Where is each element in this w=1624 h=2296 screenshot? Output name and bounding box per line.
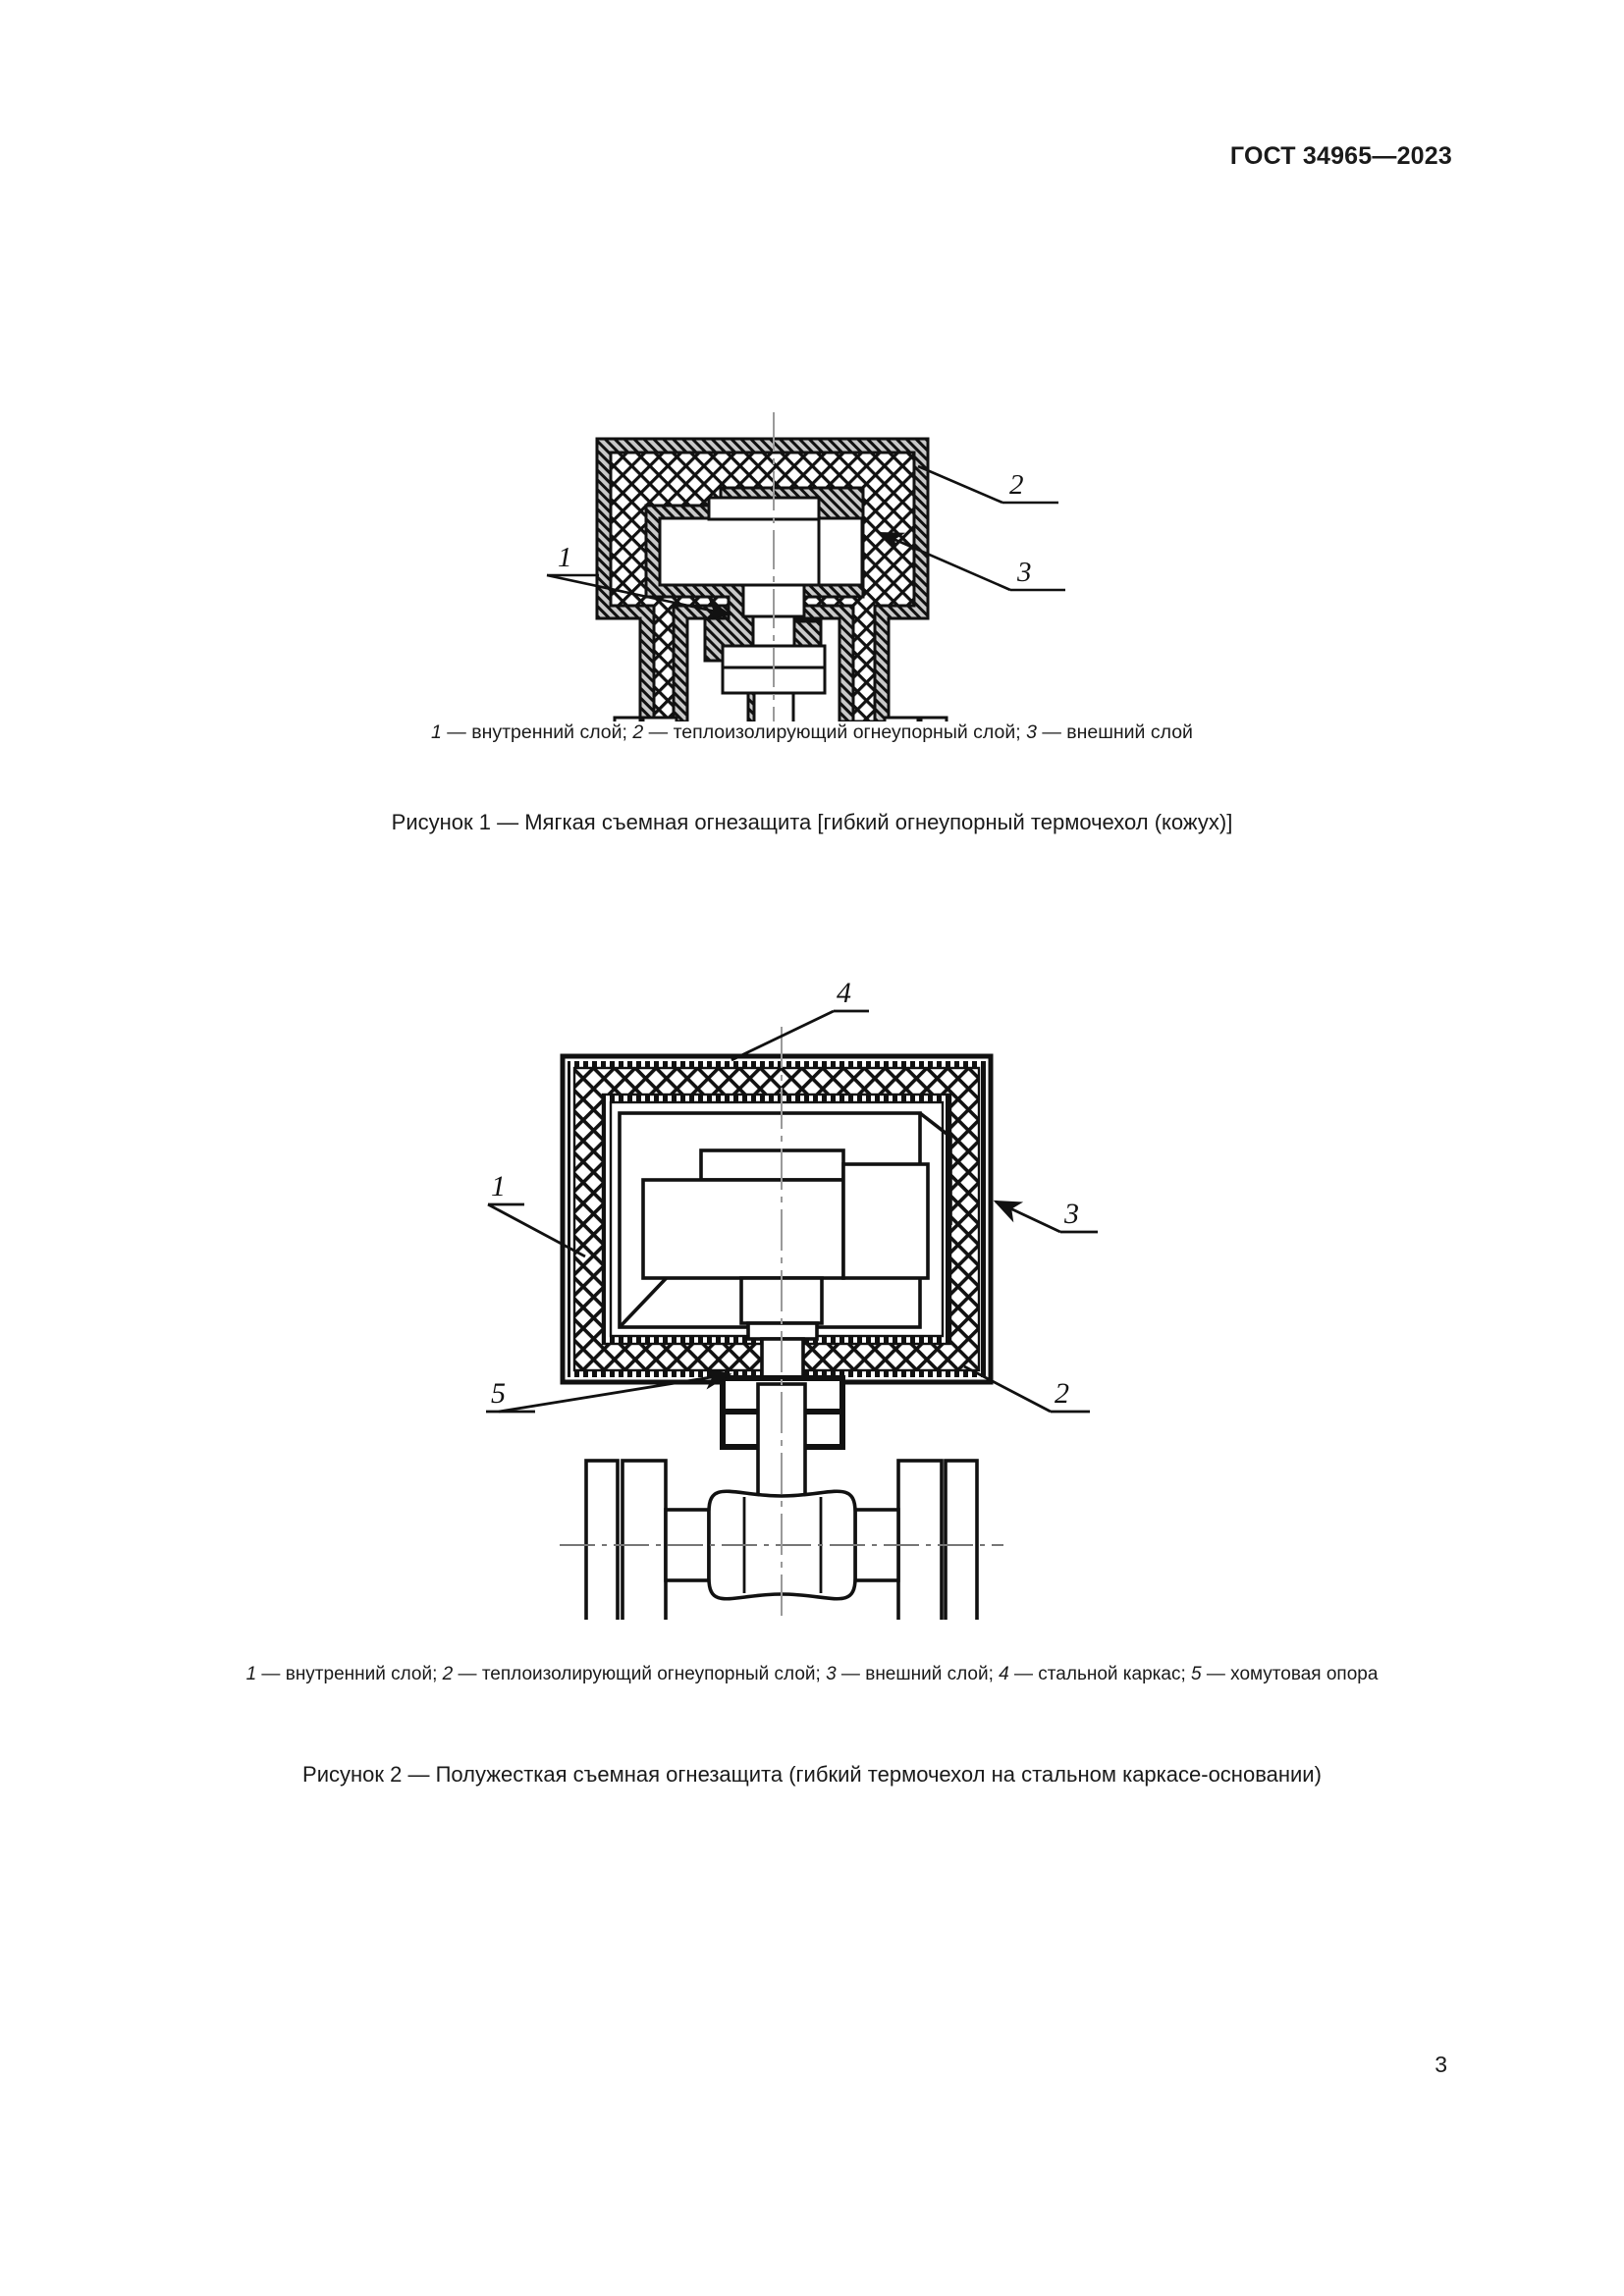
- callout-3: 3: [993, 1198, 1098, 1234]
- callout-1-leader: [487, 1202, 586, 1258]
- figure-2-legend-text-4: стальной каркас;: [1038, 1664, 1192, 1684]
- callout-2: 2: [963, 1364, 1090, 1414]
- figure-2-legend-text-5: хомутовая опора: [1230, 1664, 1379, 1684]
- figure-1-legend-dash-2: —: [643, 721, 674, 743]
- callout-3-leader: [877, 531, 1011, 592]
- callout-3-label: 3: [1063, 1198, 1079, 1230]
- callout-2-label: 2: [1055, 1377, 1069, 1410]
- figure-2-legend-num-5: 5: [1191, 1664, 1202, 1684]
- figure-2-legend-text-2: теплоизолирующий огнеупорный слой;: [481, 1664, 827, 1684]
- figure-2-legend-num-2: 2: [442, 1664, 454, 1684]
- callout-2: 2: [917, 464, 1058, 505]
- right-flange-inner: [883, 716, 920, 721]
- callout-3-label: 3: [1016, 557, 1032, 588]
- figure-2-legend-dash-3: —: [836, 1664, 866, 1684]
- actuator-body: [641, 1178, 845, 1280]
- figure-1-legend-num-3: 3: [1026, 721, 1037, 743]
- right-flange-inner: [896, 1459, 944, 1620]
- figure-2-legend-dash-1: —: [256, 1664, 286, 1684]
- figure-1-legend-text-3: внешний слой: [1066, 721, 1193, 743]
- actuator-side-block: [841, 1162, 930, 1280]
- left-flange-inner: [621, 1459, 668, 1620]
- callout-2-leader: [963, 1364, 1052, 1414]
- figure-1-jacket-assembly: [595, 437, 930, 721]
- callout-1-label: 1: [491, 1170, 506, 1202]
- page-number: 3: [1435, 2052, 1447, 2077]
- left-flange-outer: [584, 1459, 620, 1620]
- figure-2-legend-dash-4: —: [1008, 1664, 1039, 1684]
- figure-2-legend-text-1: внутренний слой;: [285, 1664, 443, 1684]
- figure-2-legend-dash-2: —: [453, 1664, 482, 1684]
- actuator-top-cap: [699, 1148, 845, 1182]
- figure-2-actuator: [641, 1148, 930, 1523]
- figure-1-legend-text-2: теплоизолирующий огнеупорный слой;: [673, 721, 1027, 743]
- figure-1-caption: Рисунок 1 — Мягкая съемная огнезащита [г…: [391, 810, 1233, 834]
- figure-2-legend: 1 — внутренний слой; 2 — теплоизолирующи…: [0, 1664, 1624, 1685]
- callout-2-leader: [917, 464, 1003, 505]
- figure-2-block: 4 1 3 5: [0, 972, 1624, 1620]
- callout-1: 1: [487, 1170, 586, 1258]
- callout-4-label: 4: [837, 977, 851, 1009]
- figure-1-legend-num-2: 2: [632, 721, 644, 743]
- right-flange-outer: [944, 1459, 979, 1620]
- steel-frame-edge-top-right: [918, 1111, 952, 1139]
- actuator-side-block: [817, 516, 864, 587]
- figure-1-drawing: 1 2 3: [0, 211, 1624, 721]
- figure-2-legend-num-4: 4: [999, 1664, 1009, 1684]
- callout-2-label: 2: [1009, 469, 1024, 501]
- figure-2-legend-num-3: 3: [826, 1664, 837, 1684]
- figure-1-valve-body: [613, 716, 948, 721]
- figure-1-legend-dash-3: —: [1036, 721, 1067, 743]
- figure-1-block: 1 2 3: [0, 211, 1624, 721]
- standard-designation-header: ГОСТ 34965—2023: [1229, 142, 1452, 170]
- figure-1-svg: 1 2 3: [546, 412, 1065, 721]
- figure-2-legend-dash-5: —: [1201, 1664, 1231, 1684]
- figure-1-legend: 1 — внутренний слой; 2 — теплоизолирующи…: [0, 721, 1624, 744]
- figure-2-drawing: 4 1 3 5: [0, 972, 1624, 1620]
- callout-4-leader: [731, 1009, 835, 1062]
- callout-1-label: 1: [558, 542, 572, 573]
- callout-4: 4: [731, 977, 869, 1062]
- right-flange-outer: [919, 716, 948, 721]
- figure-2-legend-text-3: внешний слой;: [865, 1664, 1000, 1684]
- callout-1-leader: [546, 573, 732, 620]
- figure-2-legend-num-1: 1: [245, 1664, 257, 1684]
- figure-2-svg: 4 1 3 5: [486, 977, 1098, 1620]
- figure-1-legend-text-1: внутренний слой;: [471, 721, 633, 743]
- callout-5-label: 5: [491, 1377, 506, 1410]
- actuator-top-cap: [707, 496, 821, 521]
- figure-2-caption: Рисунок 2 — Полужесткая съемная огнезащи…: [302, 1762, 1322, 1787]
- callout-3: 3: [877, 531, 1065, 592]
- callout-5: 5: [486, 1366, 732, 1414]
- figure-1-legend-dash-1: —: [441, 721, 472, 743]
- figure-1-legend-num-1: 1: [431, 721, 442, 743]
- callout-5-leader: [498, 1366, 732, 1414]
- left-flange-inner: [641, 716, 678, 721]
- callout-3-leader: [993, 1200, 1061, 1234]
- callout-1: 1: [546, 542, 732, 620]
- left-flange-outer: [613, 716, 642, 721]
